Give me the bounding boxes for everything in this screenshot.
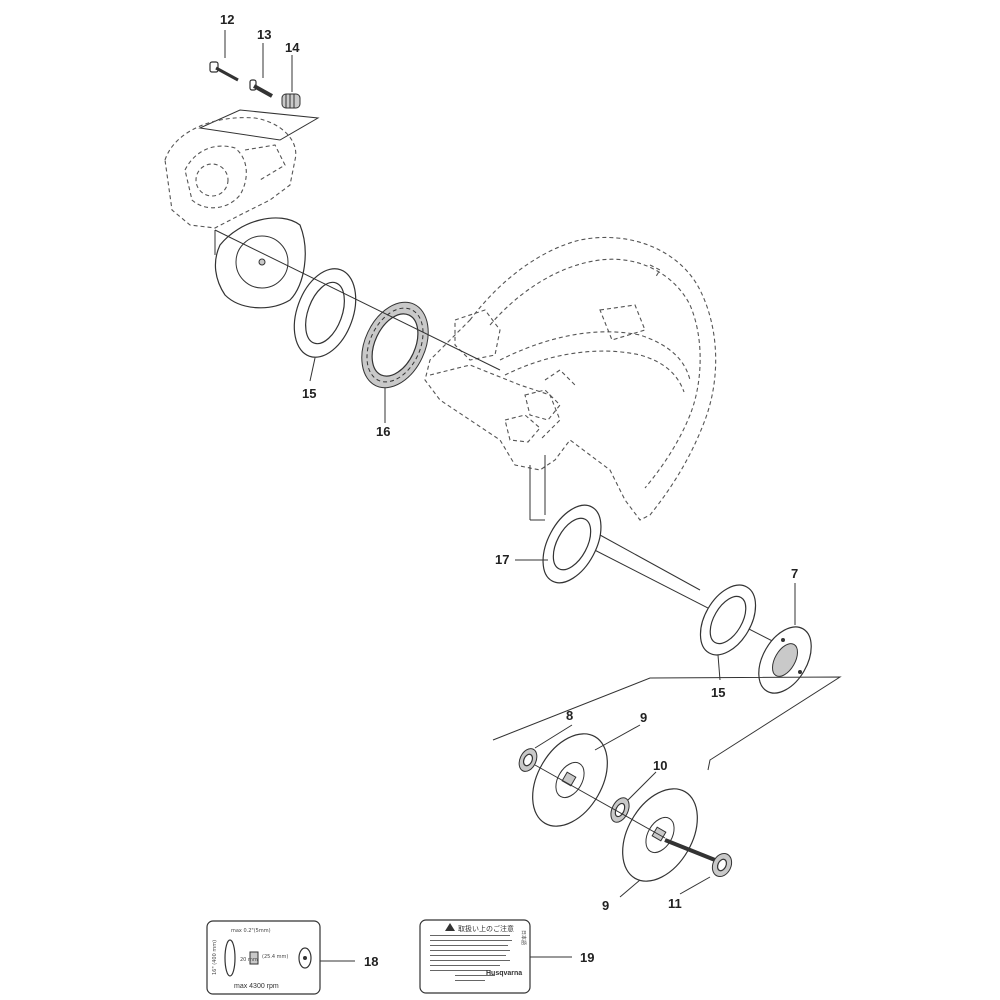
decal-18-blade-spec: max 0.2"(5mm) 16" (400 mm) 20 mm (25.4 m… [206,920,321,995]
part-16-bearing-ring [361,301,429,389]
decal-19-brand: Husqvarna [486,970,522,977]
leader-lines [224,30,796,962]
callout-8: 8 [566,708,573,723]
part-13-sleeve [249,79,273,98]
callout-14: 14 [285,40,300,55]
decal-19-warning-label: 取扱い上のご注意 日本語 Husqvarna [419,919,531,994]
part-15-washer-lower [699,584,757,656]
callout-17: 17 [495,552,509,567]
callout-9-upper: 9 [640,710,647,725]
decal-18-rpm: max 4300 rpm [234,983,279,990]
part-12-bolt [209,61,239,82]
callout-16: 16 [376,424,390,439]
part-7-flange-washer [758,626,812,694]
part-15-washer-upper [293,268,357,358]
decal-19-side-text: 日本語 [520,930,527,945]
decal-18-arbor: (25.4 mm) [262,954,288,960]
decal-19-warning-icon [445,923,455,931]
callout-12: 12 [220,12,234,27]
part-14-spring [281,93,301,109]
assembly-axis-lines [214,229,791,651]
decal-18-hub-icon [249,951,259,965]
decal-18-dim: 20 mm [240,957,258,963]
part-10-washer [610,797,630,823]
callout-7: 7 [791,566,798,581]
callout-labels: 12 13 14 15 16 17 7 15 8 9 10 9 11 18 19 [220,12,798,969]
callout-19: 19 [580,950,594,965]
callout-10: 10 [653,758,667,773]
callout-15-upper: 15 [302,386,316,401]
part-11-bolt [664,838,733,878]
callout-13: 13 [257,27,271,42]
callout-15-lower: 15 [711,685,725,700]
part-9-flange-disc-upper [532,733,608,827]
callout-9-lower: 9 [602,898,609,913]
decal-18-blade-icon [224,939,236,977]
decal-19-heading: 取扱い上のご注意 [458,924,514,933]
part-17-washer [542,504,602,584]
decal-18-size: 16" (400 mm) [212,940,218,975]
decal-18-max-gap: max 0.2"(5mm) [231,928,271,934]
callout-11: 11 [668,896,682,911]
callout-18: 18 [364,954,378,969]
lower-assembly-frame [492,676,842,771]
blade-guard-outline [424,236,717,521]
lower-axis-lines [534,764,666,839]
flange-plate [214,217,306,309]
part-8-nut [518,748,538,772]
pulley-cover-outline [164,109,320,229]
